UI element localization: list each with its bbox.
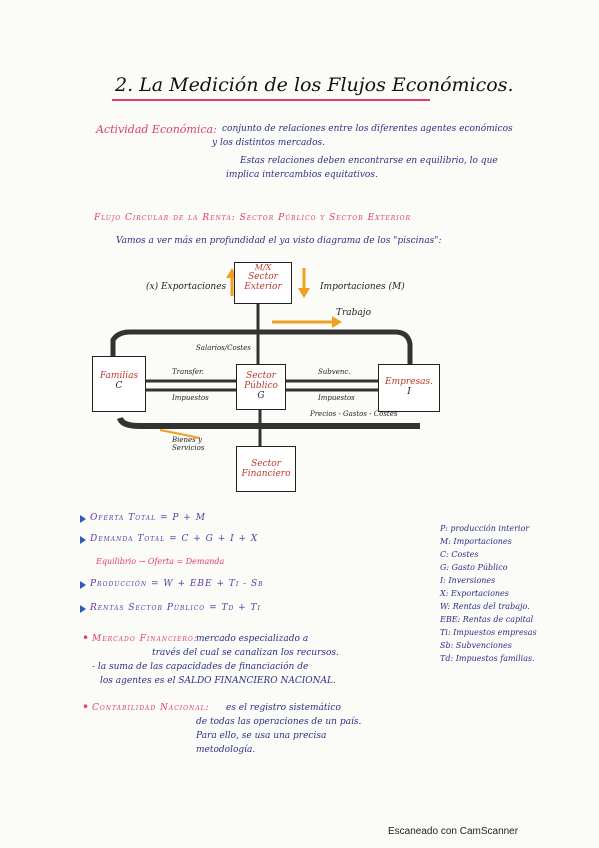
publico-symbol: G [257,391,265,401]
legend-item: Td: Impuestos familias. [440,654,535,663]
contabilidad-line4: metodología. [196,745,256,755]
legend-item: Ti: Impuestos empresas [440,628,537,637]
legend-item: C: Costes [440,550,479,559]
formula-produccion: Producción = W + EBE + Ti - Sb [90,579,264,589]
actividad-def1: conjunto de relaciones entre los diferen… [222,124,513,134]
contabilidad-term: Contabilidad Nacional: [92,703,210,713]
legend-item: P: producción interior [440,524,530,533]
bullet-icon [80,515,86,523]
impuestos-right-label: Impuestos [318,394,355,402]
formula-equilibrio: Equilibrio → Oferta = Demanda [96,557,225,566]
actividad-def4: implica intercambios equitativos. [226,170,378,180]
empresas-symbol: I [407,387,411,397]
actividad-term: Actividad Económica: [96,123,217,136]
legend-item: I: Inversiones [440,576,496,585]
financiero-label: Sector Financiero [241,459,291,479]
exterior-symbol: M/X [254,263,272,272]
import-label: Importaciones (M) [320,282,405,292]
legend-item: G: Gasto Público [440,563,508,572]
formula-oferta: Oferta Total = P + M [90,513,206,523]
mercado-line4: los agentes es el SALDO FINANCIERO NACIO… [100,676,336,686]
impuestos-left-label: Impuestos [172,394,209,402]
top-pipe [110,329,413,366]
contabilidad-line2: de todas las operaciones de un país. [196,717,362,727]
export-label: (x) Exportaciones [146,282,227,292]
formula-rentas: Rentas Sector Público = Td + Ti [90,603,261,613]
trabajo-label: Trabajo [336,308,372,318]
page-title: 2. La Medición de los Flujos Económicos. [115,74,514,96]
mercado-term: Mercado Financiero: [92,634,198,644]
actividad-def3: Estas relaciones deben encontrarse en eq… [240,156,498,166]
empresas-box: Empresas. I [378,364,440,412]
subvenc-label: Subvenc. [318,368,351,376]
familias-box: Familias C [92,356,146,412]
mercado-line1: mercado especializado a [196,634,309,644]
publico-label: Sector Público [244,371,278,391]
note-dot: • [82,631,90,645]
mercado-line2: través del cual se canalizan los recurso… [152,648,339,658]
legend-item: M: Importaciones [440,537,512,546]
bullet-icon [80,536,86,544]
sector-exterior-box: M/X Sector Exterior [234,262,292,304]
legend-item: EBE: Rentas de capital [440,615,534,624]
precios-label: Precios - Gastos - Costes [310,410,398,418]
scanner-watermark: Escaneado con CamScanner [388,826,519,837]
contabilidad-line1: es el registro sistemático [226,703,341,713]
flujo-heading: Flujo Circular de la Renta: Sector Públi… [94,213,412,223]
formula-demanda: Demanda Total = C + G + I + X [90,534,259,544]
legend-item: Sb: Subvenciones [440,641,512,650]
bullet-icon [80,605,86,613]
legend-item: X: Exportaciones [440,589,509,598]
bienes-arrow [159,429,201,439]
exterior-label: Sector Exterior [244,272,282,292]
familias-symbol: C [115,381,123,391]
bullet-icon [80,581,86,589]
flujo-intro: Vamos a ver más en profundidad el ya vis… [116,236,442,246]
familias-label: Familias [99,371,139,381]
mercado-line3: - la suma de las capacidades de financia… [92,662,309,672]
legend-group-1: P: producción interior M: Importaciones … [440,522,529,600]
salarios-label: Salarios/Costes [196,344,251,352]
contabilidad-line3: Para ello, se usa una precisa [196,731,327,741]
actividad-def2: y los distintos mercados. [212,138,326,148]
legend-item: W: Rentas del trabajo. [440,602,530,611]
legend-group-2: W: Rentas del trabajo. EBE: Rentas de ca… [440,600,537,665]
bottom-pipe [117,416,420,429]
sector-publico-box: Sector Público G [236,364,286,410]
title-underline [112,99,430,101]
bienes-label: Bienes y Servicios [172,436,205,452]
empresas-label: Empresas. [385,377,433,387]
sector-financiero-box: Sector Financiero [236,446,296,492]
transfer-label: Transfer. [172,368,204,376]
note-dot: • [82,700,90,714]
